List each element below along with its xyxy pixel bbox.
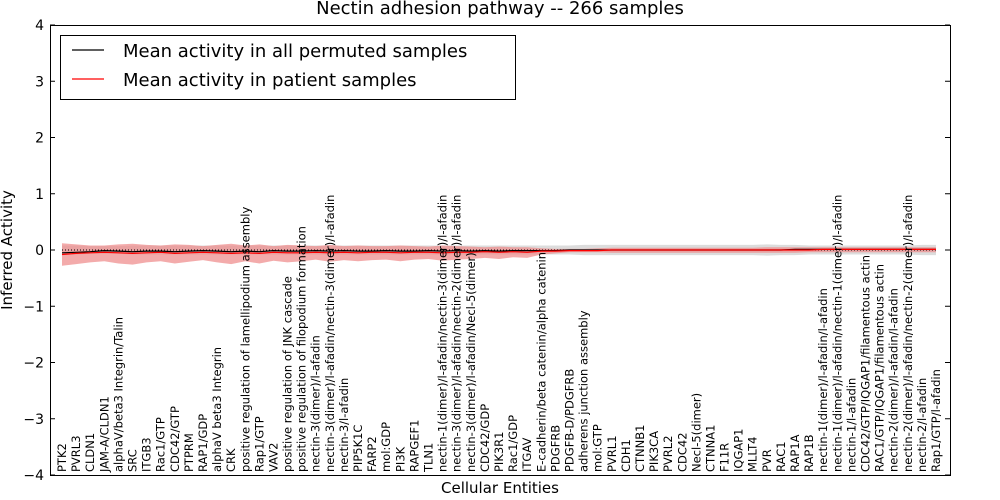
entity-label: Rac1/GDP [506,415,520,472]
legend-label-permuted: Mean activity in all permuted samples [123,41,467,62]
entity-label: PI3K [393,446,407,472]
entity-label: adherens junction assembly [577,310,591,472]
entity-label: alphaV/beta3 Integrin/Talin [111,317,125,472]
entity-label: nectin-1(dimer)/l-afadin/nectin-3(dimer)… [436,195,450,472]
entity-label: VAV2 [267,443,281,472]
y-axis: 4 3 2 1 0 −1 −2 −3 −4 [23,18,950,484]
entity-label: CDC42/GDP [478,404,492,472]
entity-label: JAM-A/CLDN1 [97,396,111,473]
band-patient [62,243,936,266]
entity-label: nectin-2(dimer)/l-afadin/l-afadin [887,288,901,472]
entity-label: ITGAV [520,438,534,472]
entity-label: CTNNB1 [633,425,647,472]
entity-label: PVRL1 [605,435,619,472]
entity-label: CTNNA1 [704,425,718,472]
entity-label: nectin-3(dimer)/l-afadin/nectin-3(dimer)… [323,195,337,472]
entity-label: SRC [126,449,140,472]
entity-label: nectin-1/l-afadin [844,378,858,472]
x-axis-label: Cellular Entities [441,479,559,497]
entity-label: positive regulation of lamellipodium ass… [238,207,252,472]
legend-label-patient: Mean activity in patient samples [123,70,417,91]
entity-label: mol:GDP [379,422,393,472]
y-tick-label: 2 [35,131,44,147]
entity-label: PVRL3 [69,435,83,472]
entity-label: PTPRM [182,433,196,472]
entity-label: nectin-1(dimer)/l-afadin/nectin-1(dimer)… [830,195,844,472]
entity-label: F11R [718,443,732,472]
entity-label: alphaV beta3 Integrin [210,347,224,472]
entity-label: CDH1 [619,439,633,472]
y-tick-label: 1 [35,187,44,203]
entity-label: RAP1B [802,434,816,472]
entity-label: TLN1 [422,443,436,473]
entity-label: PIK3CA [647,431,661,472]
entity-label: nectin-3(dimer)/l-afadin/Necl-5(dimer) [464,252,478,472]
y-tick-label: 0 [35,243,44,259]
entity-label: Rap1/GTP/l-afadin [929,369,943,472]
legend: Mean activity in all permuted samples Me… [60,35,516,100]
entity-label: CRK [224,448,238,472]
plot-area [61,243,936,266]
entity-label: nectin-3(dimer)/l-afadin [309,335,323,472]
y-tick-label: −4 [23,468,44,484]
y-tick-label: −1 [23,299,44,315]
entity-label: PDGFB-D/PDGFRB [563,369,577,472]
entity-label: positive regulation of filopodium format… [295,226,309,472]
entity-label: PIP5K1C [351,425,365,472]
entity-label: CDC42/GTP [168,406,182,472]
entity-label: positive regulation of JNK cascade [281,276,295,472]
entity-label: Rac1/GTP [154,417,168,472]
entity-label: PIK3R1 [492,432,506,473]
y-tick-label: −2 [23,356,44,372]
entity-label: ITGB3 [140,437,154,472]
entity-label: PVRL2 [661,435,675,472]
y-tick-label: −3 [23,412,44,428]
series-line-patient [61,248,936,256]
entity-label: FARP2 [365,436,379,472]
entity-label: IQGAP1 [732,429,746,472]
entity-label: nectin-2/l-afadin [915,378,929,472]
entity-label: RAP1/GDP [196,414,210,472]
entity-label: nectin-3/l-afadin [337,378,351,472]
chart-title: Nectin adhesion pathway -- 266 samples [316,0,684,19]
entity-label: nectin-3(dimer)/l-afadin/nectin-2(dimer)… [450,195,464,472]
entity-label: RAP1A [788,434,802,472]
entity-label: MLLT4 [746,437,760,473]
entity-label: PDGFRB [548,425,562,472]
entity-label: E-cadherin/beta catenin/alpha catenin [534,252,548,472]
entity-label: PTK2 [55,443,69,472]
entity-label: RAC1 [774,441,788,472]
y-axis-label: Inferred Activity [0,190,16,310]
entity-label: CDC42 [675,432,689,472]
y-tick-label: 3 [35,74,44,90]
entity-label: RAC1/GTP/IQGAP1/filamentous actin [873,264,887,472]
entity-label: RAPGEF1 [407,420,421,472]
entity-label: CDC42/GTP/IQGAP1/filamentous actin [859,255,873,472]
y-tick-label: 4 [35,18,44,34]
entity-label: nectin-2(dimer)/l-afadin/nectin-2(dimer)… [901,195,915,472]
entity-label: Rap1/GTP [252,416,266,472]
entity-label: Necl-5(dimer) [689,393,703,472]
entity-label: PVR [760,449,774,472]
entity-label: mol:GTP [591,424,605,472]
legend-box [60,35,516,100]
entity-label: nectin-1(dimer)/l-afadin/l-afadin [816,288,830,472]
entity-label: CLDN1 [83,433,97,472]
